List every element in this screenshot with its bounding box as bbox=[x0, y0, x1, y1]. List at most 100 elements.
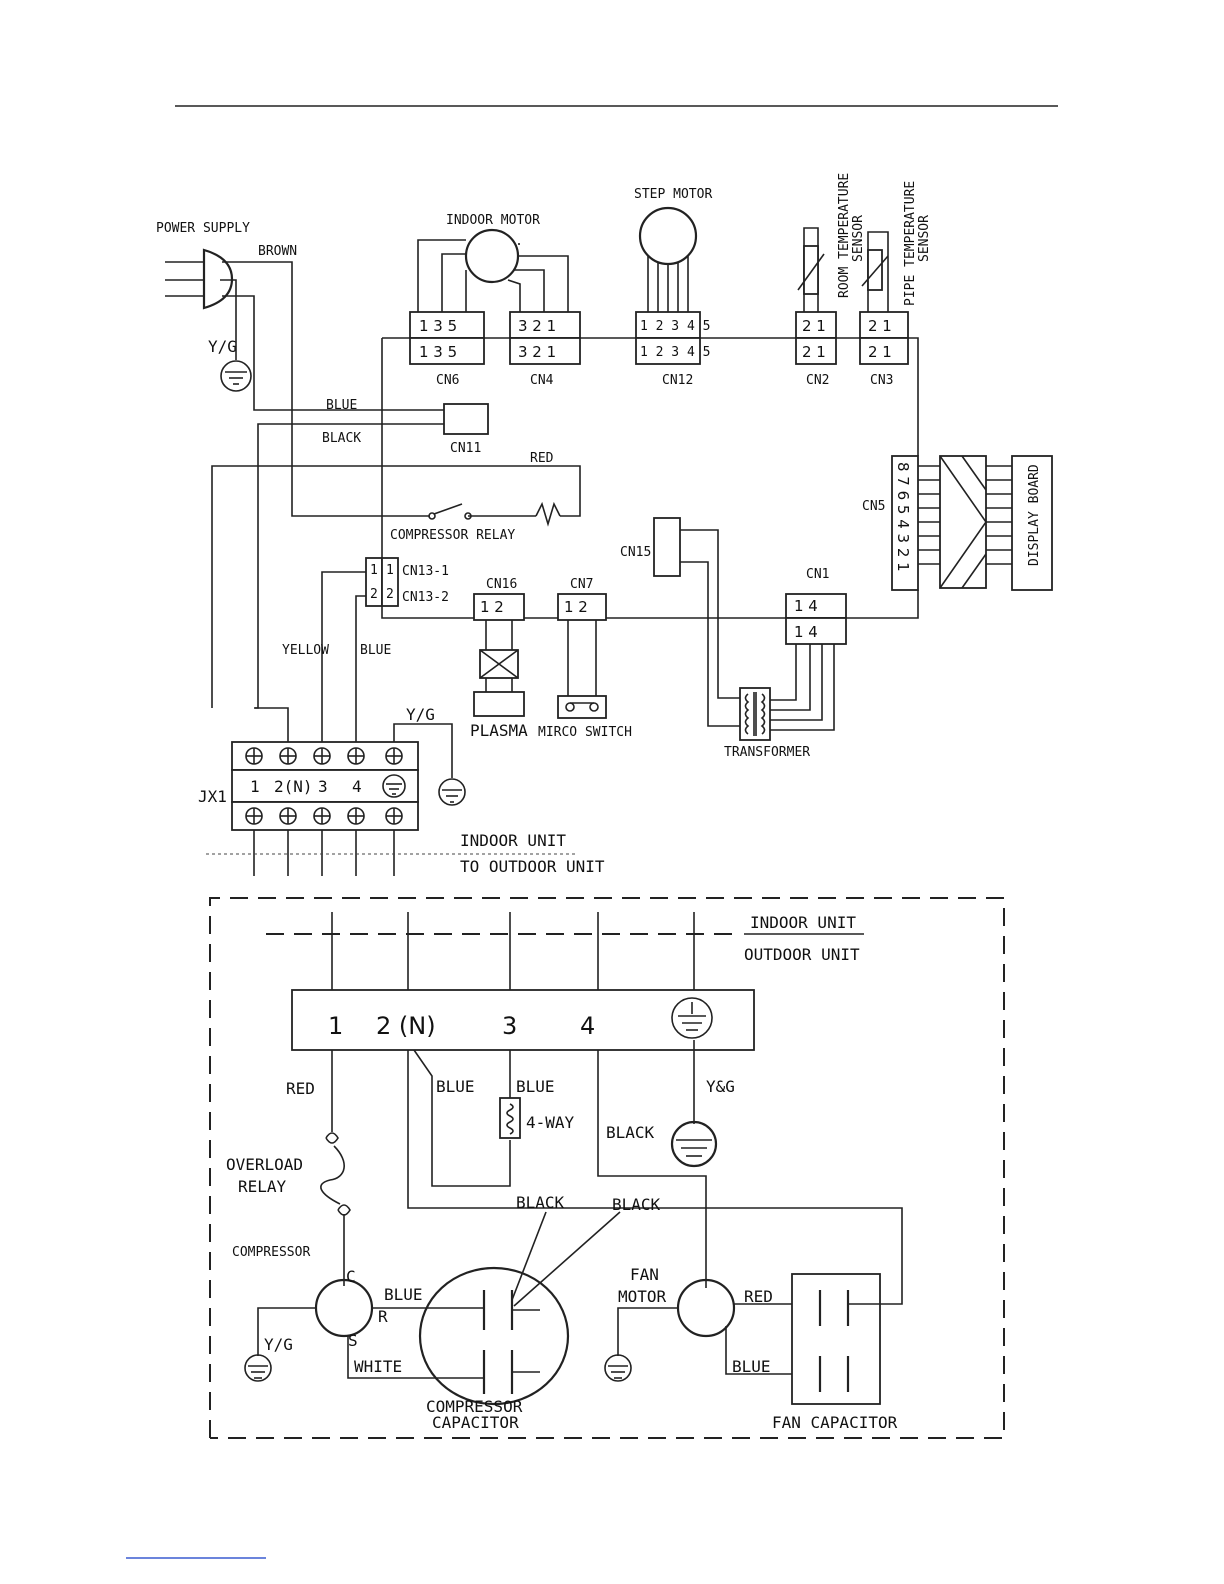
outdoor-terminal-3: 3 bbox=[502, 1012, 517, 1040]
comp-cap-label-2: CAPACITOR bbox=[432, 1413, 519, 1432]
outdoor-wiring-diagram: INDOOR UNIT OUTDOOR UNIT 1 2 (N) 3 4 RED bbox=[209, 897, 1005, 1439]
compressor-capacitor-outline bbox=[418, 1266, 570, 1406]
cn3-label: CN3 bbox=[870, 373, 893, 388]
black-fan-label: BLACK bbox=[612, 1195, 661, 1214]
plasma-label: PLASMA bbox=[470, 721, 528, 740]
cn5-connector bbox=[891, 455, 919, 591]
cn3-pins-bottom: 2 1 bbox=[868, 343, 892, 361]
compressor-s-label: S bbox=[348, 1331, 358, 1350]
jx1-terminal-1: 1 bbox=[250, 777, 260, 796]
black-cap-label: BLACK bbox=[516, 1193, 565, 1212]
compressor-relay-icon bbox=[428, 501, 561, 527]
blue-wire-label-2: BLUE bbox=[360, 643, 391, 658]
cn11-label: CN11 bbox=[450, 441, 481, 456]
step-motor-icon bbox=[638, 206, 698, 266]
jx1-terminal-4: 4 bbox=[352, 777, 362, 796]
cn6-pins-top: 1 3 5 bbox=[419, 317, 457, 335]
cn16-pins: 1 2 bbox=[480, 598, 504, 616]
jx1-ground-icon bbox=[382, 774, 406, 798]
outdoor-ground-icon bbox=[670, 1120, 718, 1168]
compressor-c-label: C bbox=[346, 1267, 356, 1286]
micro-switch-icon bbox=[557, 695, 607, 719]
outdoor-terminal-1: 1 bbox=[328, 1012, 343, 1040]
fan-label-2: MOTOR bbox=[618, 1287, 667, 1306]
cn6-pins-bottom: 1 3 5 bbox=[419, 343, 457, 361]
cn2-label: CN2 bbox=[806, 373, 829, 388]
step-motor-label: STEP MOTOR bbox=[634, 187, 712, 202]
cn15-label: CN15 bbox=[620, 545, 651, 560]
yg-wire-label: Y/G bbox=[208, 337, 237, 356]
cn12-connector-bottom bbox=[635, 337, 701, 365]
pipe-sensor-label-1: PIPE TEMPERATURE bbox=[903, 181, 918, 306]
transformer-icon bbox=[739, 687, 771, 741]
cn7-connector bbox=[557, 593, 607, 621]
ground-icon bbox=[220, 360, 252, 392]
cn3-connector-bottom bbox=[859, 337, 909, 365]
cn13-1-label: CN13-1 bbox=[402, 564, 449, 579]
cn6-connector-bottom bbox=[409, 337, 485, 365]
blue-wire-label-b: BLUE bbox=[516, 1077, 555, 1096]
cn5-ribbon-cable bbox=[918, 455, 1012, 589]
fan-capacitor-label: FAN CAPACITOR bbox=[772, 1413, 898, 1432]
cn1-connector-top bbox=[785, 593, 847, 619]
outdoor-terminal-2: 2 (N) bbox=[376, 1012, 436, 1040]
fan-capacitor-icon bbox=[818, 1290, 880, 1392]
cn12-label: CN12 bbox=[662, 373, 693, 388]
cn2-connector-top bbox=[795, 311, 837, 339]
compressor-label: COMPRESSOR bbox=[232, 1245, 310, 1260]
yg-label: Y&G bbox=[706, 1077, 735, 1096]
room-temp-sensor-icon bbox=[797, 227, 825, 312]
display-board bbox=[1011, 455, 1053, 591]
jx1-label: JX1 bbox=[198, 787, 227, 806]
compressor-yg-label: Y/G bbox=[264, 1335, 293, 1354]
overload-relay-icon bbox=[320, 1132, 351, 1216]
four-way-valve-icon bbox=[499, 1097, 521, 1139]
room-sensor-label-2: SENSOR bbox=[851, 215, 866, 262]
outdoor-boundary bbox=[209, 897, 1005, 1439]
yellow-wire-label: YELLOW bbox=[282, 643, 329, 658]
jx1-terminal-3: 3 bbox=[318, 777, 328, 796]
brown-wire-label: BROWN bbox=[258, 244, 297, 259]
cn16-connector bbox=[473, 593, 525, 621]
lower-outdoor-unit-label: OUTDOOR UNIT bbox=[744, 945, 860, 964]
fan-label-1: FAN bbox=[630, 1265, 659, 1284]
external-ground-icon bbox=[438, 778, 466, 806]
indoor-motor-icon bbox=[464, 228, 520, 284]
cn13-pin-2l: 2 bbox=[370, 587, 378, 602]
jx1-terminal-2: 2(N) bbox=[274, 777, 313, 796]
black-ground-label: BLACK bbox=[606, 1123, 655, 1142]
compressor-blue-label: BLUE bbox=[384, 1285, 423, 1304]
indoor-unit-label: INDOOR UNIT bbox=[460, 831, 566, 850]
lower-indoor-unit-label: INDOOR UNIT bbox=[750, 913, 856, 932]
compressor-ground-icon bbox=[244, 1354, 272, 1382]
cn16-label: CN16 bbox=[486, 577, 517, 592]
indoor-wiring-diagram: POWER SUPPLY BROWN Y/G BLUE BLACK CN11 bbox=[156, 173, 1053, 876]
cn1-connector-bottom bbox=[785, 617, 847, 645]
power-plug-icon bbox=[165, 248, 234, 310]
pipe-sensor-label-2: SENSOR bbox=[917, 215, 932, 262]
display-board-label: DISPLAY BOARD bbox=[1027, 464, 1042, 566]
cn4-pins-bottom: 3 2 1 bbox=[518, 343, 556, 361]
cn2-pins-bottom: 2 1 bbox=[802, 343, 826, 361]
cn4-connector-bottom bbox=[509, 337, 581, 365]
cn13-pin-1l: 1 bbox=[370, 563, 378, 578]
cn15-connector bbox=[653, 517, 681, 577]
cn4-label: CN4 bbox=[530, 373, 554, 388]
cn13-connector-right bbox=[381, 557, 399, 607]
blue-wire-label-a: BLUE bbox=[436, 1077, 475, 1096]
fan-red-label: RED bbox=[744, 1287, 773, 1306]
cn2-connector-bottom bbox=[795, 337, 837, 365]
mirco-switch-label: MIRCO SWITCH bbox=[538, 725, 632, 740]
jx1-screws bbox=[245, 747, 403, 825]
cn13-pin-2r: 2 bbox=[386, 587, 394, 602]
cn5-pins: 8 7 6 5 4 3 2 1 bbox=[894, 462, 912, 572]
outdoor-terminal-4: 4 bbox=[580, 1012, 595, 1040]
indoor-motor-label: INDOOR MOTOR bbox=[446, 213, 540, 228]
cn1-pins-bottom: 1 4 bbox=[794, 623, 818, 641]
cn13-2-label: CN13-2 bbox=[402, 590, 449, 605]
cn3-connector-top bbox=[859, 311, 909, 339]
red-wire-label: RED bbox=[286, 1079, 315, 1098]
jx1-yg-label: Y/G bbox=[406, 705, 435, 724]
transformer-label: TRANSFORMER bbox=[724, 745, 810, 760]
